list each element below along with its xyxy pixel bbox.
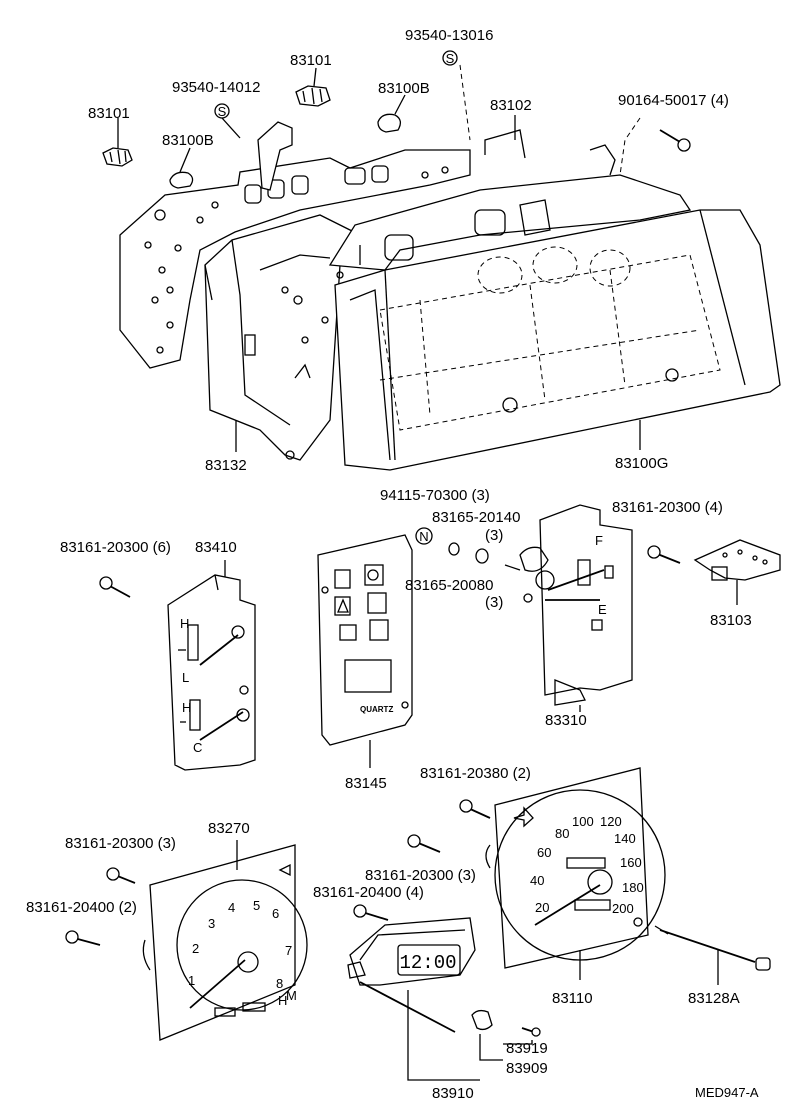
label-83310: 83310: [545, 712, 587, 729]
plate-holes: [144, 165, 449, 354]
socket-83101-left: [102, 147, 133, 167]
meter-83410: H L H C: [167, 574, 256, 771]
screw-83161-20400-2: [65, 930, 101, 946]
label-83161-20300-3a: 83161-20300 (3): [65, 835, 176, 852]
tachometer-83270: 1 2 3 4 5 6 7 8 H M: [142, 844, 308, 1041]
label-83910: 83910: [432, 1085, 474, 1102]
screw-83161-20300-4: [647, 545, 681, 564]
fuel-gauge-83310: F E: [504, 504, 633, 706]
label-83161-20380: 83161-20380 (2): [420, 765, 531, 782]
label-83145: 83145: [345, 775, 387, 792]
screw-83161-20300-6: [99, 576, 131, 598]
temp-high-mark: H: [180, 616, 189, 631]
leader-lines-top: [117, 67, 641, 452]
label-83103: 83103: [710, 612, 752, 629]
speedometer-cable-83128a: [654, 925, 771, 971]
speed-tick-140: 140: [614, 831, 636, 846]
screw-s-top: S: [442, 50, 471, 141]
label-83919: 83919: [506, 1040, 548, 1057]
screw-90164: [619, 117, 691, 176]
label-83100b-left: 83100B: [162, 132, 214, 149]
label-83165-20140: 83165-20140: [432, 509, 520, 526]
label-83270: 83270: [208, 820, 250, 837]
quartz-brand: QUARTZ: [360, 705, 393, 714]
leader-lines-clock: [407, 990, 533, 1081]
bulb-socket-83909: [471, 1009, 493, 1031]
speed-tick-20: 20: [535, 900, 549, 915]
washers-small: N: [415, 527, 489, 564]
screw-83161-20300-3a: [106, 867, 136, 884]
label-83100g: 83100G: [615, 455, 668, 472]
label-83161-20300-4: 83161-20300 (4): [612, 499, 723, 516]
label-83161-20400-2: 83161-20400 (2): [26, 899, 137, 916]
oil-low-mark: C: [193, 740, 202, 755]
tach-tick-4: 4: [228, 900, 235, 915]
s-mark-top: S: [446, 51, 455, 66]
label-83101-top: 83101: [290, 52, 332, 69]
label-83110: 83110: [552, 990, 593, 1007]
screw-83161-20400-4: [353, 904, 389, 921]
speed-tick-100: 100: [572, 814, 594, 829]
label-83161-20300-6: 83161-20300 (6): [60, 539, 171, 556]
label-83909: 83909: [506, 1060, 548, 1077]
label-83161-20300-3b: 83161-20300 (3): [365, 867, 476, 884]
tach-tick-8: 8: [276, 976, 283, 991]
speed-tick-120: 120: [600, 814, 622, 829]
oil-high-mark: H: [182, 700, 191, 715]
speed-tick-180: 180: [622, 880, 644, 895]
tach-tick-3: 3: [208, 916, 215, 931]
temp-low-mark: L: [182, 670, 189, 685]
tach-letter-m: M: [286, 988, 297, 1003]
speedometer-83110: 20 40 60 80 100 120 140 160 180 200: [485, 767, 666, 969]
clock-display: 12:00: [399, 952, 456, 974]
circuit-board-83103: [693, 539, 781, 581]
speed-tick-200: 200: [612, 901, 634, 916]
speed-tick-60: 60: [537, 845, 551, 860]
tach-tick-2: 2: [192, 941, 199, 956]
tach-tick-7: 7: [285, 943, 292, 958]
fuel-empty-mark: E: [598, 602, 607, 617]
tach-tick-5: 5: [253, 898, 260, 913]
label-83165-20080-qty: (3): [485, 594, 503, 611]
label-83165-20080: 83165-20080: [405, 577, 493, 594]
screw-83161-20380-2: [459, 799, 491, 819]
label-93540-14012: 93540-14012: [172, 79, 260, 96]
label-83100b-top: 83100B: [378, 80, 430, 97]
warning-panel-83145: QUARTZ: [317, 534, 413, 746]
speed-tick-160: 160: [620, 855, 642, 870]
label-83128a: 83128A: [688, 990, 740, 1007]
bulb-83919: [521, 1027, 541, 1037]
bulb-83100b-top: [377, 113, 402, 133]
screw-83161-20300-3b: [407, 834, 441, 853]
label-83410: 83410: [195, 539, 237, 556]
speed-tick-80: 80: [555, 826, 569, 841]
cluster-lens-83100g: [334, 209, 781, 471]
label-83161-20400-4: 83161-20400 (4): [313, 884, 424, 901]
label-83101-left: 83101: [88, 105, 130, 122]
socket-83101-top: [295, 85, 331, 107]
s-mark-left: S: [218, 104, 227, 119]
n-mark: N: [419, 529, 428, 544]
lens-hidden-detail: [379, 246, 721, 431]
circuit-plate-83132: [119, 149, 471, 369]
bulb-83100b-left: [169, 171, 194, 189]
drawing-code: MED947-A: [695, 1085, 759, 1100]
tach-letter-h: H: [278, 993, 287, 1008]
label-83102: 83102: [490, 97, 532, 114]
label-90164-50017: 90164-50017 (4): [618, 92, 729, 109]
tach-tick-6: 6: [272, 906, 279, 921]
tach-tick-1: 1: [188, 973, 195, 988]
label-83132: 83132: [205, 457, 247, 474]
callout-labels: 93540-13016 83101 93540-14012 83100B 831…: [26, 27, 759, 1102]
cluster-case-83132: [204, 214, 366, 461]
screw-s-bracket: S: [214, 103, 293, 191]
label-83165-20140-qty: (3): [485, 527, 503, 544]
label-93540-13016: 93540-13016: [405, 27, 493, 44]
fuel-full-mark: F: [595, 533, 603, 548]
speed-tick-40: 40: [530, 873, 544, 888]
cluster-housing-83102: [328, 129, 692, 271]
label-94115-70300: 94115-70300 (3): [380, 487, 490, 504]
clock-83910: 12:00: [347, 917, 476, 1033]
